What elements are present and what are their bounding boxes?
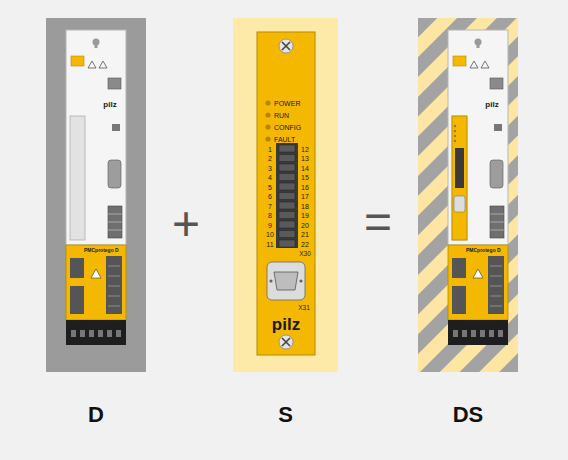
pin-number: 3 xyxy=(268,164,272,171)
pin-number: 8 xyxy=(268,212,272,219)
pin-number: 17 xyxy=(301,193,309,200)
fitted-module xyxy=(452,116,467,240)
pin-number: 18 xyxy=(301,202,309,209)
connector-name: X30 xyxy=(299,251,311,258)
pin-number: 5 xyxy=(268,183,272,190)
panel-heading: D xyxy=(46,402,146,428)
led-name: CONFIG xyxy=(274,124,301,131)
pin-number: 9 xyxy=(268,221,272,228)
equals-sign: = xyxy=(364,198,392,246)
model-name: PMCprotego D xyxy=(84,248,119,253)
drive-d xyxy=(66,30,126,345)
pin-number: 1 xyxy=(268,145,272,152)
panel-d xyxy=(46,18,146,372)
pin-number: 13 xyxy=(301,155,309,162)
panel: D xyxy=(46,18,146,372)
plus-sign: + xyxy=(172,200,200,248)
terminal-block xyxy=(276,143,298,248)
pin-number: 2 xyxy=(268,155,272,162)
sub-d-connector xyxy=(267,262,305,300)
pin-number: 4 xyxy=(268,174,272,181)
drive-ds xyxy=(448,30,508,345)
model-name: PMCprotego D xyxy=(466,248,501,253)
brand-logo: pilz xyxy=(103,101,116,109)
panel-heading: S xyxy=(233,402,338,428)
pin-number: 20 xyxy=(301,221,309,228)
panel: DS xyxy=(418,18,518,372)
panel-s xyxy=(233,18,338,372)
pin-number: 16 xyxy=(301,183,309,190)
safety-module xyxy=(257,32,315,355)
brand-logo: pilz xyxy=(272,316,300,333)
brand-logo: pilz xyxy=(485,101,498,109)
led-name: RUN xyxy=(274,112,289,119)
pin-number: 12 xyxy=(301,145,309,152)
pin-number: 6 xyxy=(268,193,272,200)
pin-number: 21 xyxy=(301,231,309,238)
pin-number: 10 xyxy=(266,231,274,238)
panel-heading: DS xyxy=(418,402,518,428)
led-name: POWER xyxy=(274,100,300,107)
pin-number: 14 xyxy=(301,164,309,171)
panel-ds xyxy=(418,18,518,372)
pin-number: 11 xyxy=(266,240,273,247)
pin-number: 15 xyxy=(301,174,309,181)
pin-number: 19 xyxy=(301,212,309,219)
led-name: FAULT xyxy=(274,136,295,143)
connector-name: X31 xyxy=(298,305,310,312)
pin-number: 22 xyxy=(301,240,309,247)
pin-number: 7 xyxy=(268,202,272,209)
